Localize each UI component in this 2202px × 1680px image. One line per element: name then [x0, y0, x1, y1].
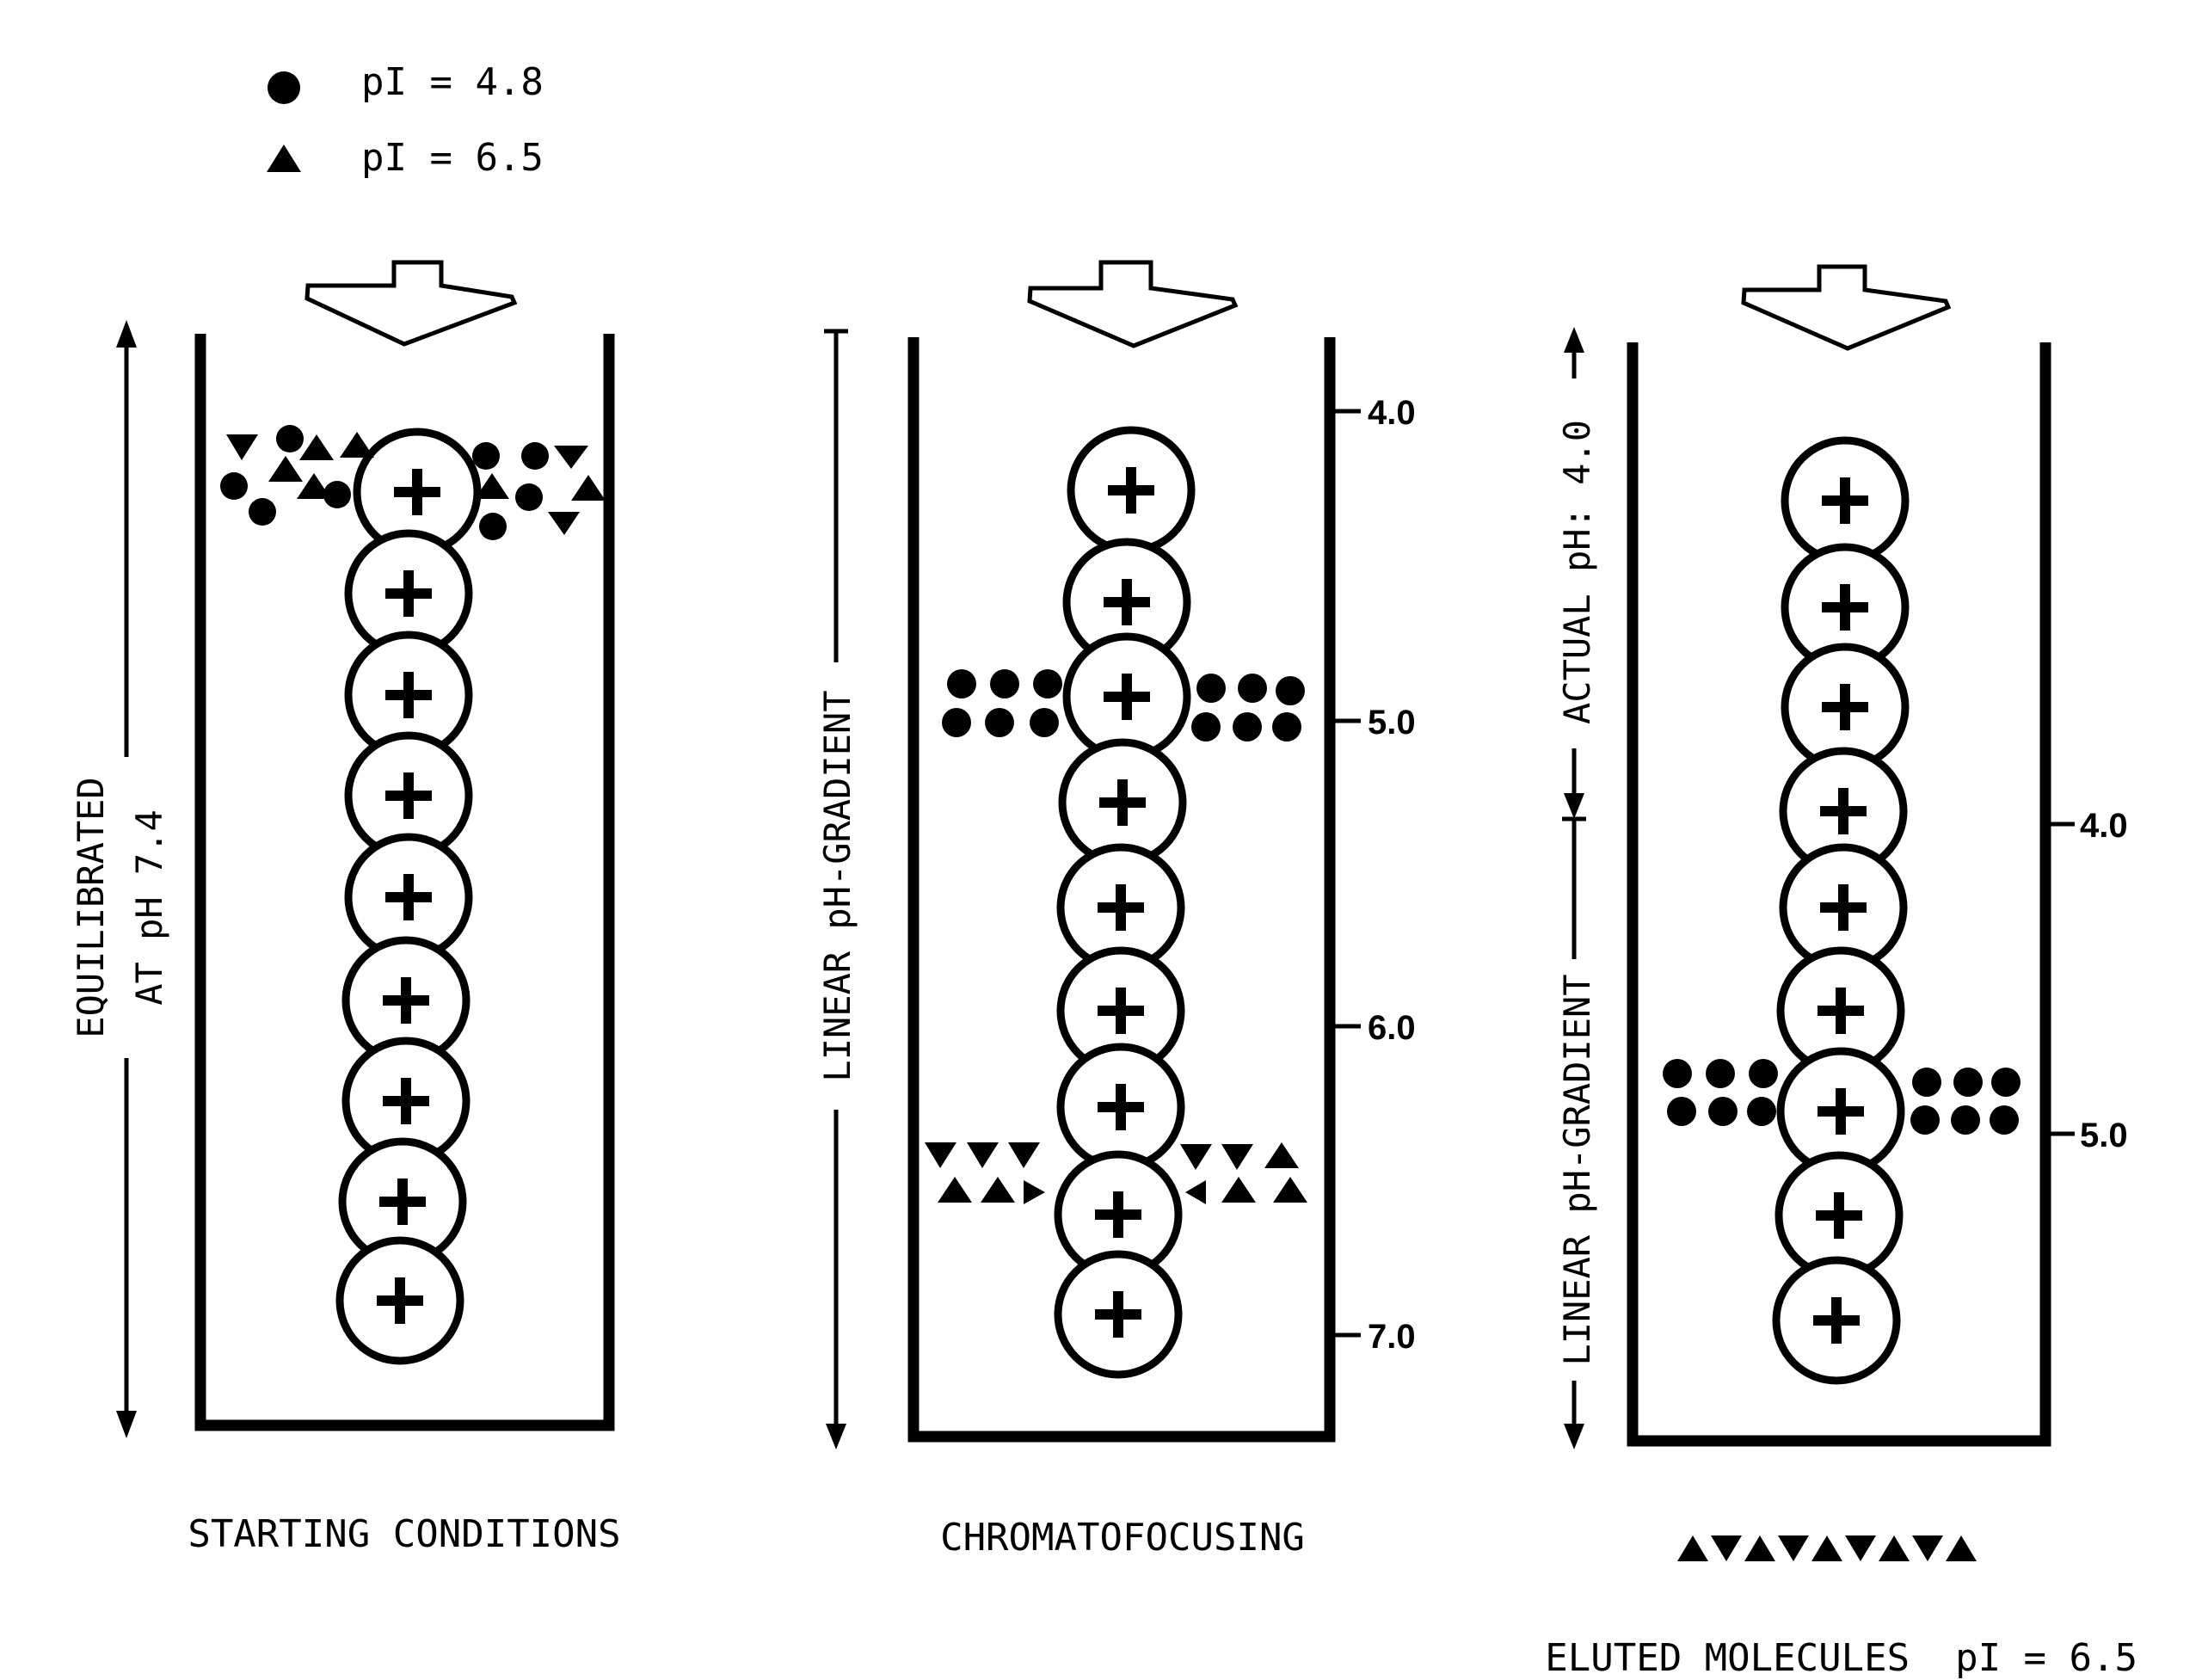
positive-charge-icon	[1095, 1291, 1141, 1338]
positive-charge-icon	[1098, 884, 1144, 931]
eluted-molecule-triangle	[1912, 1535, 1943, 1561]
legend-circle-marker	[268, 71, 300, 104]
ph-tick-label: 4.0	[2080, 807, 2128, 845]
positive-charge-icon	[1822, 477, 1868, 524]
positive-charge-icon	[1098, 1084, 1144, 1130]
equilibrated-ph-label: AT pH 7.4	[128, 809, 170, 1006]
eluted-molecule-triangle	[1744, 1535, 1775, 1561]
positive-charge-icon	[385, 772, 432, 819]
ph-tick-label: 5.0	[2080, 1117, 2128, 1154]
eluted-molecule-triangle	[1845, 1535, 1876, 1561]
positive-charge-icon	[1108, 467, 1154, 514]
positive-charge-icon	[1818, 988, 1864, 1034]
equilibrated-label: EQUILIBRATED	[70, 777, 112, 1037]
ph-scale: 4.0 5.0 6.0 7.0	[1330, 394, 1416, 1356]
eluted-molecule-triangle	[1778, 1535, 1809, 1561]
panel-starting-conditions: EQUILIBRATED AT pH 7.4 STARTING CONDITIO…	[70, 260, 621, 1556]
ph-tick-label: 5.0	[1368, 704, 1416, 742]
band-pi-4-8	[942, 669, 1305, 742]
band-pi-4-8	[1663, 1059, 2021, 1135]
ph-gradient-range-arrow	[1562, 816, 1586, 1449]
positive-charge-icon	[1098, 988, 1144, 1034]
positive-charge-icon	[1104, 674, 1150, 720]
positive-charge-icon	[1813, 1297, 1860, 1344]
legend-circle-label: pI = 4.8	[361, 60, 544, 104]
positive-charge-icon	[1095, 1191, 1141, 1238]
positive-charge-icon	[1822, 684, 1868, 730]
bead-column	[1054, 426, 1196, 1379]
flow-arrow	[304, 260, 518, 347]
ph-tick-label: 7.0	[1368, 1318, 1416, 1356]
sample-band-mixed	[220, 425, 606, 540]
bead-column	[1772, 436, 1910, 1385]
positive-charge-icon	[1820, 788, 1867, 834]
positive-charge-icon	[385, 672, 432, 718]
positive-charge-icon	[1099, 779, 1146, 826]
equilibrated-range-arrow	[116, 320, 137, 1438]
positive-charge-icon	[383, 977, 429, 1024]
eluted-molecules-label: ELUTED MOLECULES pI = 6.5	[1545, 1636, 2137, 1680]
legend: pI = 4.8 pI = 6.5	[267, 60, 544, 180]
panel-elution: ACTUAL pH: 4.0 LINEAR pH-GRADIENT 4.0 5.…	[1545, 264, 2137, 1680]
column-wall	[1627, 342, 2051, 1447]
column-wall	[907, 337, 1336, 1443]
ph-tick-label: 4.0	[1368, 394, 1416, 432]
positive-charge-icon	[1104, 579, 1150, 625]
actual-ph-range-arrow	[1564, 327, 1584, 819]
panel-chromatofocusing: LINEAR pH-GRADIENT 4.0 5.0 6.0 7.0	[816, 260, 1416, 1560]
positive-charge-icon	[383, 1078, 429, 1124]
positive-charge-icon	[1822, 584, 1868, 631]
ph-scale: 4.0 5.0	[2045, 807, 2128, 1154]
starting-conditions-caption: STARTING CONDITIONS	[188, 1512, 620, 1556]
positive-charge-icon	[1820, 884, 1867, 931]
legend-triangle-label: pI = 6.5	[361, 136, 544, 180]
eluted-molecule-triangle	[1879, 1535, 1910, 1561]
legend-triangle-marker	[267, 145, 301, 172]
positive-charge-icon	[1818, 1088, 1864, 1135]
eluted-molecule-triangle	[1811, 1535, 1842, 1561]
flow-arrow	[1027, 260, 1239, 348]
eluted-molecules-marks	[1677, 1535, 1977, 1561]
positive-charge-icon	[385, 570, 432, 617]
linear-ph-gradient-label: LINEAR pH-GRADIENT	[1556, 974, 1598, 1365]
positive-charge-icon	[385, 874, 432, 920]
flow-arrow	[1741, 264, 1952, 351]
chromatofocusing-caption: CHROMATOFOCUSING	[940, 1516, 1305, 1560]
positive-charge-icon	[1816, 1192, 1862, 1239]
eluted-molecule-triangle	[1711, 1535, 1742, 1561]
ph-gradient-range-arrow	[824, 329, 848, 1449]
positive-charge-icon	[377, 1277, 423, 1324]
column-wall	[194, 334, 615, 1431]
actual-ph-label: ACTUAL pH: 4.0	[1556, 420, 1598, 724]
eluted-molecule-triangle	[1677, 1535, 1708, 1561]
bead-column	[335, 428, 482, 1365]
ph-tick-label: 6.0	[1368, 1009, 1416, 1047]
positive-charge-icon	[379, 1178, 426, 1225]
positive-charge-icon	[394, 469, 440, 515]
band-pi-6-5	[925, 1142, 1307, 1204]
linear-ph-gradient-label: LINEAR pH-GRADIENT	[816, 690, 858, 1081]
eluted-molecule-triangle	[1946, 1535, 1977, 1561]
